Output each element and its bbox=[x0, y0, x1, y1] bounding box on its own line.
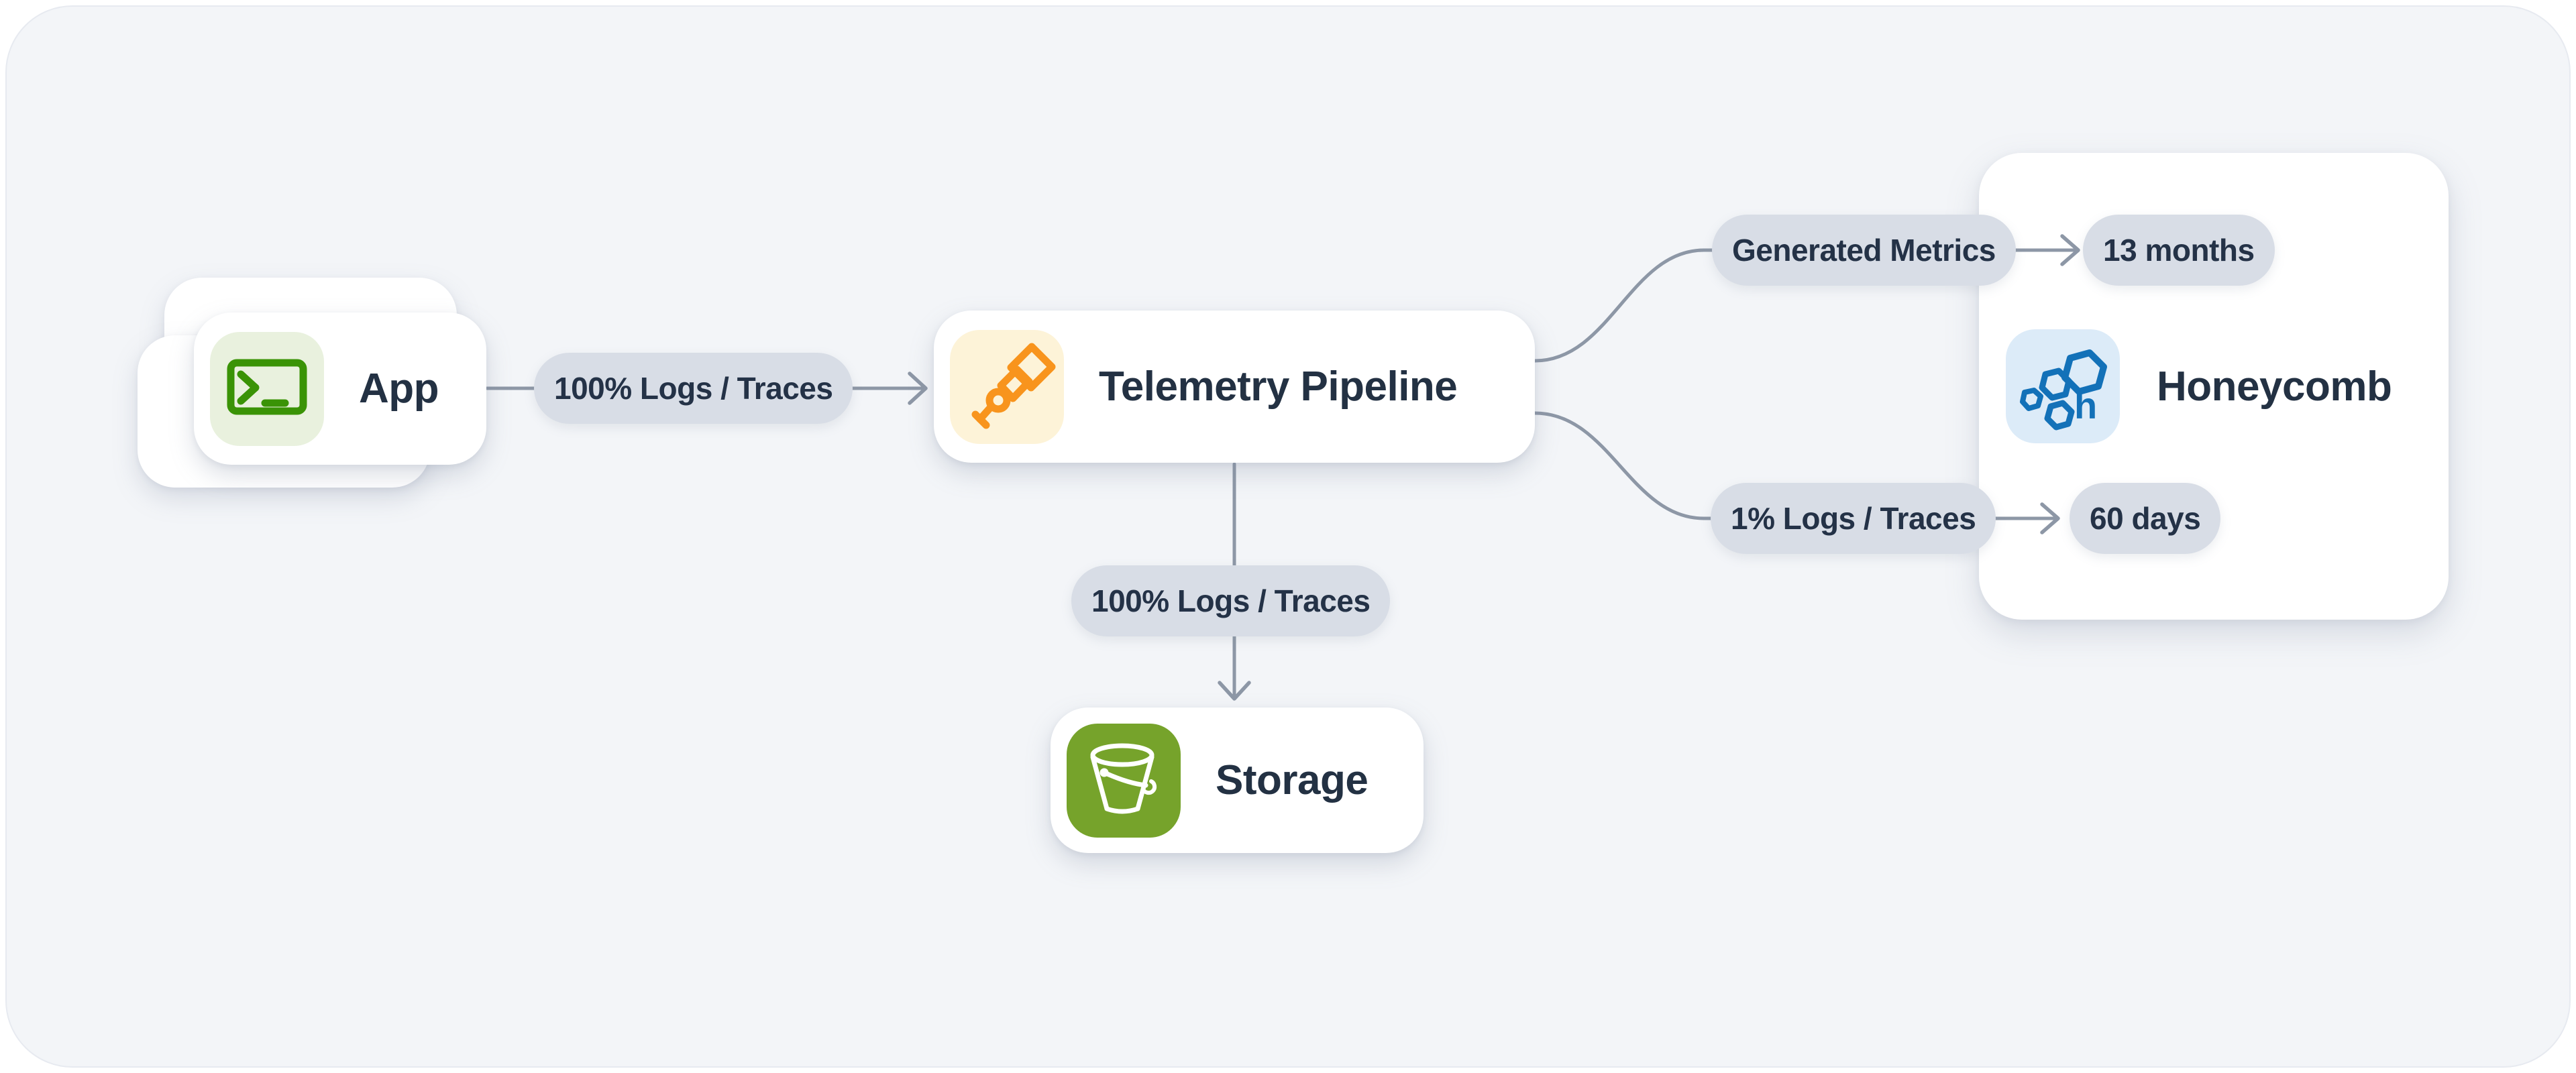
retention-badge-13-months: 13 months bbox=[2083, 215, 2275, 286]
retention-badge-60-days: 60 days bbox=[2070, 483, 2221, 554]
edge-label-pipeline-to-storage: 100% Logs / Traces bbox=[1071, 565, 1391, 636]
edge-label-generated-metrics: Generated Metrics bbox=[1712, 215, 2016, 286]
svg-text:h: h bbox=[2074, 384, 2097, 427]
node-storage: Storage bbox=[1051, 708, 1424, 853]
honeycomb-label: Honeycomb bbox=[2157, 363, 2392, 410]
storage-label: Storage bbox=[1216, 757, 1368, 803]
telemetry-pipeline-label: Telemetry Pipeline bbox=[1099, 363, 1458, 410]
arrowhead-into-13-months bbox=[2060, 234, 2080, 266]
edge-pipeline-to-sampled bbox=[1533, 411, 2057, 520]
arrowhead-into-storage bbox=[1218, 681, 1251, 701]
edge-label-app-to-pipeline: 100% Logs / Traces bbox=[534, 353, 853, 424]
telescope-icon bbox=[950, 329, 1064, 444]
honeycomb-logo-icon: h bbox=[2006, 329, 2120, 443]
honeycomb-row: h Honeycomb bbox=[2006, 153, 2392, 620]
edge-pipeline-to-metrics bbox=[1533, 248, 2078, 363]
node-telemetry-pipeline: Telemetry Pipeline bbox=[934, 310, 1535, 463]
arrowhead-into-60-days bbox=[2040, 502, 2060, 534]
arrowhead-into-pipeline bbox=[908, 372, 928, 405]
bucket-icon bbox=[1067, 723, 1181, 838]
app-label: App bbox=[359, 365, 439, 412]
terminal-icon bbox=[210, 331, 324, 446]
node-app: App bbox=[194, 313, 486, 465]
edge-label-sampled-logs-traces: 1% Logs / Traces bbox=[1711, 483, 1996, 554]
